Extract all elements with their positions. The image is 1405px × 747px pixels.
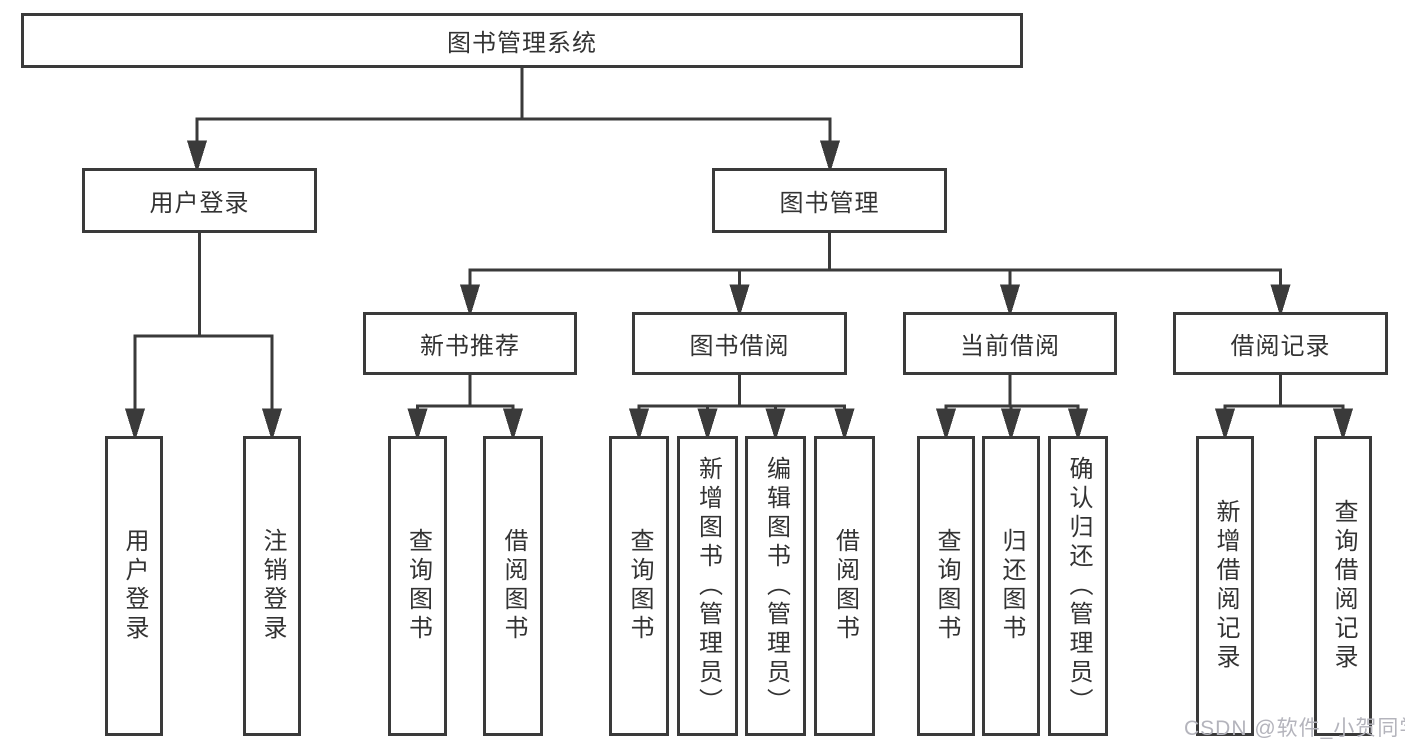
node-new-book-recommend: 新书推荐 (363, 312, 577, 375)
connector-current-borrowing-children (935, 373, 1089, 442)
arrowhead-icon (502, 408, 524, 442)
leaf-borrow-books-recommend: 借阅图书 (483, 436, 543, 736)
node-label: 归还图书 (998, 528, 1025, 644)
node-label: 用户登录 (149, 190, 250, 217)
arrowhead-icon (765, 408, 786, 442)
arrowhead-icon (1332, 408, 1354, 442)
node-label: 图书管理系统 (447, 30, 597, 57)
node-label: 借阅图书 (500, 528, 527, 644)
leaf-query-books-current: 查询图书 (917, 436, 975, 736)
arrowhead-icon (834, 408, 855, 442)
leaf-user-login: 用户登录 (105, 436, 163, 736)
arrowhead-icon (628, 408, 650, 442)
leaf-query-books-recommend: 查询图书 (388, 436, 447, 736)
connector-borrowing-records-children (1214, 373, 1354, 442)
leaf-add-borrow-record: 新增借阅记录 (1196, 436, 1254, 736)
node-label: 查询图书 (404, 528, 432, 644)
connector-new-book-children (407, 373, 524, 442)
arrowhead-icon (999, 284, 1021, 318)
arrowhead-icon (459, 284, 481, 318)
arrowhead-icon (697, 408, 718, 442)
connector-book-management-children (459, 231, 1291, 318)
node-user-login: 用户登录 (82, 168, 317, 233)
node-book-management: 图书管理 (712, 168, 947, 233)
node-label: 确认归还（管理员） (1065, 455, 1092, 717)
leaf-query-borrow-record: 查询借阅记录 (1314, 436, 1372, 736)
node-label: 当前借阅 (960, 333, 1060, 360)
arrowhead-icon (261, 408, 283, 442)
leaf-logout-login: 注销登录 (243, 436, 301, 736)
arrowhead-icon (819, 140, 841, 174)
node-label: 注销登录 (259, 528, 286, 644)
leaf-query-books-borrowing: 查询图书 (609, 436, 669, 736)
node-root-system: 图书管理系统 (21, 13, 1023, 68)
node-label: 新增借阅记录 (1212, 499, 1239, 673)
leaf-add-books-admin: 新增图书（管理员） (677, 436, 738, 736)
leaf-return-books: 归还图书 (982, 436, 1040, 736)
node-label: 查询图书 (933, 528, 960, 644)
node-label: 编辑图书（管理员） (762, 455, 790, 717)
leaf-borrow-books: 借阅图书 (814, 436, 875, 736)
node-label: 借阅记录 (1230, 333, 1331, 360)
node-current-borrowing: 当前借阅 (903, 312, 1117, 375)
node-borrowing-records: 借阅记录 (1173, 312, 1388, 375)
node-label: 图书管理 (779, 190, 880, 217)
arrowhead-icon (1214, 408, 1236, 442)
node-label: 图书借阅 (689, 333, 790, 360)
arrowhead-icon (124, 408, 146, 442)
node-label: 查询借阅记录 (1330, 499, 1357, 673)
arrowhead-icon (729, 284, 750, 318)
arrowhead-icon (186, 140, 208, 174)
csdn-watermark: CSDN @软件_小贺同学 (1184, 717, 1405, 740)
node-book-borrowing: 图书借阅 (632, 312, 847, 375)
arrowhead-icon (407, 408, 428, 442)
leaf-edit-books-admin: 编辑图书（管理员） (745, 436, 806, 736)
leaf-confirm-return-admin: 确认归还（管理员） (1048, 436, 1108, 736)
arrowhead-icon (1270, 284, 1291, 318)
node-label: 新书推荐 (420, 333, 520, 360)
connector-user-login-children (124, 231, 283, 442)
node-label: 查询图书 (626, 528, 653, 644)
arrowhead-icon (935, 408, 957, 442)
node-label: 新增图书（管理员） (694, 455, 722, 717)
arrowhead-icon (1067, 408, 1089, 442)
node-label: 用户登录 (121, 528, 148, 644)
arrowhead-icon (1000, 408, 1022, 442)
connector-book-borrowing-children (628, 373, 855, 442)
connector-root-to-level2 (186, 66, 841, 174)
node-label: 借阅图书 (831, 528, 859, 644)
